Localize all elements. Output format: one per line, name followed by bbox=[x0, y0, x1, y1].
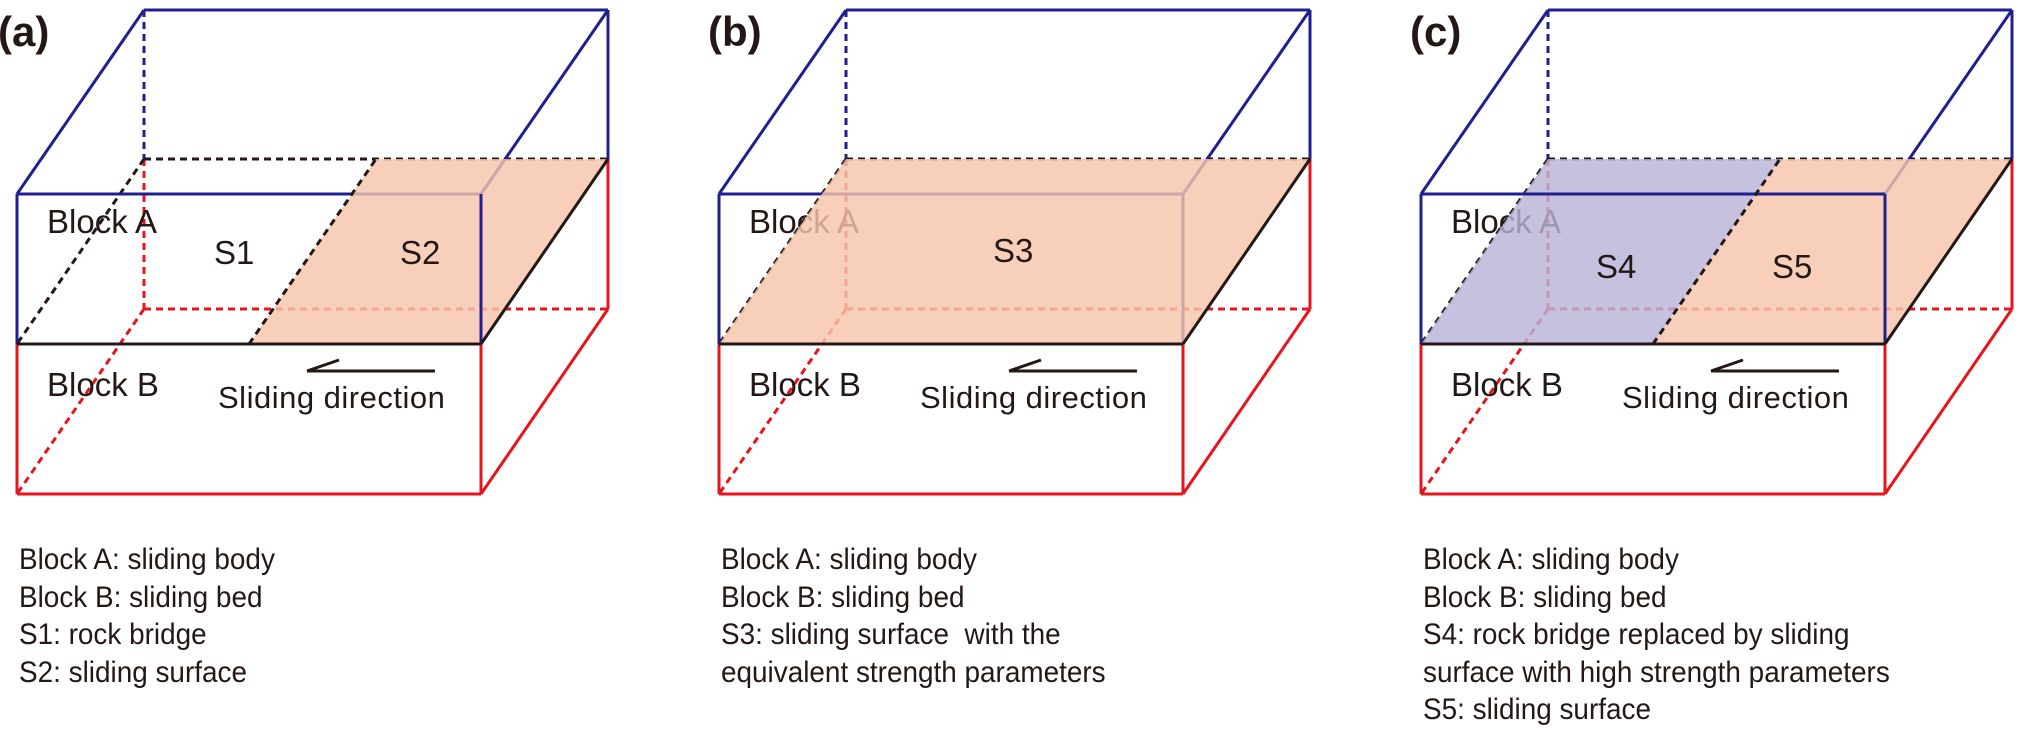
legend-item: S4: rock bridge replaced by sliding bbox=[1423, 618, 1850, 651]
block-b-label: Block B bbox=[749, 366, 861, 403]
plane-right-edge bbox=[1181, 158, 1312, 345]
block-b-hidden-edge bbox=[15, 308, 146, 495]
surface-label-s3: S3 bbox=[993, 232, 1033, 269]
sliding-direction-label: Sliding direction bbox=[218, 380, 445, 415]
arrowhead-icon bbox=[1008, 358, 1042, 373]
surface-divider bbox=[247, 158, 378, 345]
panel-label: (c) bbox=[1410, 8, 1461, 55]
block-b-label: Block B bbox=[1451, 366, 1563, 403]
surface-label-s4: S4 bbox=[1596, 248, 1636, 285]
surface-divider bbox=[1651, 158, 1782, 345]
surface-label-s2: S2 bbox=[400, 234, 440, 271]
legend-item: Block A: sliding body bbox=[19, 543, 275, 576]
plane-right-edge bbox=[479, 158, 610, 345]
legend-item: Block B: sliding bed bbox=[1423, 580, 1667, 614]
arrowhead-icon bbox=[1710, 358, 1744, 373]
panel-label: (b) bbox=[708, 8, 762, 55]
surface-label-s1: S1 bbox=[214, 234, 254, 271]
legend-item: Block A: sliding body bbox=[1423, 543, 1679, 576]
legend-item: S5: sliding surface bbox=[1423, 693, 1651, 726]
panel-label: (a) bbox=[0, 8, 49, 55]
legend-item: S1: rock bridge bbox=[19, 618, 207, 651]
legend-item: Block B: sliding bed bbox=[19, 580, 263, 614]
block-a-edge bbox=[1419, 9, 1550, 195]
sliding-direction-label: Sliding direction bbox=[1622, 380, 1849, 415]
legend-item: Block B: sliding bed bbox=[721, 580, 965, 614]
legend-item: S3: sliding surface with the bbox=[721, 618, 1061, 651]
block-a-edge bbox=[15, 9, 146, 195]
arrowhead-icon bbox=[306, 358, 340, 373]
block-b-edge bbox=[1883, 308, 2014, 495]
surface-s4-fill bbox=[1421, 159, 1780, 344]
sliding-direction-label: Sliding direction bbox=[920, 380, 1147, 415]
legend-item: surface with high strength parameters bbox=[1423, 655, 1890, 689]
block-a-label: Block A bbox=[47, 203, 157, 240]
block-b-edge bbox=[1181, 308, 1312, 495]
surface-s2-fill bbox=[249, 159, 608, 344]
block-b-edge bbox=[479, 308, 610, 495]
plane-right-edge bbox=[1883, 158, 2014, 345]
legend-item: Block A: sliding body bbox=[721, 543, 977, 576]
legend-item: equivalent strength parameters bbox=[721, 655, 1106, 689]
surface-label-s5: S5 bbox=[1772, 248, 1812, 285]
block-b-label: Block B bbox=[47, 366, 159, 403]
block-a-edge bbox=[717, 9, 848, 195]
plane-left-edge bbox=[15, 158, 146, 345]
surface-s5-fill bbox=[1653, 159, 2012, 344]
legend-item: S2: sliding surface bbox=[19, 655, 247, 689]
surface-s3-fill bbox=[719, 159, 1310, 344]
